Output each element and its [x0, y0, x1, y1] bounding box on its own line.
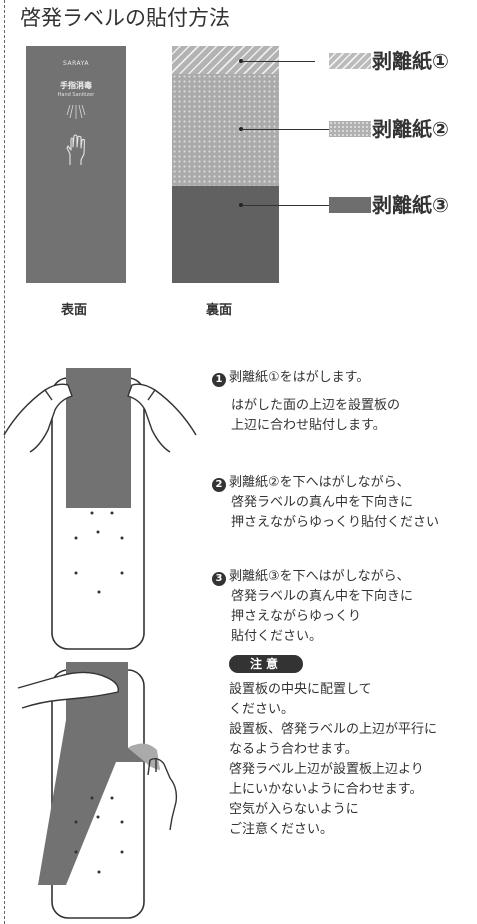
liner-2-dotted — [172, 74, 279, 186]
caution-line-5: 啓発ラベル上辺が設置板上辺より — [229, 762, 424, 777]
liner-3-leader — [241, 205, 329, 207]
application-illustration-1 — [3, 368, 197, 650]
back-label — [172, 46, 279, 283]
caution-line-8: ご注意ください。 — [229, 822, 334, 837]
caution-line-3: 設置板、啓発ラベルの上辺が平行に — [229, 722, 438, 737]
step-3-line-1: 剥離紙③を下へはがしながら、 — [229, 569, 410, 584]
spray-icon — [66, 104, 86, 119]
step-1-line-2: はがした面の上辺を設置板の — [231, 398, 401, 413]
liner-2-label: 剥離紙② — [372, 117, 449, 141]
step-3-line-2: 啓発ラベルの真ん中を下向きに — [231, 589, 414, 604]
liner-1-leader — [241, 61, 315, 63]
liner-3-swatch — [329, 197, 371, 213]
back-caption: 裏面 — [206, 303, 233, 318]
liner-1-swatch — [329, 53, 371, 69]
step-2-line-2: 啓発ラベルの真ん中を下向きに — [231, 495, 414, 510]
front-label: SARAYA 手指消毒 Hand Sanitizer — [26, 46, 126, 283]
front-label-product: 手指消毒 — [60, 81, 92, 90]
caution-line-1: 設置板の中央に配置して — [229, 682, 372, 697]
liner-1-label: 剥離紙① — [372, 49, 449, 73]
caution-notes: 設置板の中央に配置して ください。 設置板、啓発ラベルの上辺が平行に なるよう合… — [229, 680, 437, 840]
application-illustration-2 — [17, 662, 178, 919]
page-title: 啓発ラベルの貼付方法 — [20, 6, 230, 30]
step-1-line-3: 上辺に合わせ貼付します。 — [231, 418, 386, 433]
hand-icon — [66, 134, 86, 165]
liner-1-hatched — [172, 46, 279, 74]
front-caption: 表面 — [61, 303, 88, 318]
step-1-line-1: 剥離紙①をはがします。 — [229, 370, 370, 385]
cut-guide-dashed-line — [4, 0, 5, 924]
liner-2-swatch — [329, 121, 371, 137]
step-3-line-4: 貼付ください。 — [231, 629, 323, 644]
liner-3-label: 剥離紙③ — [372, 193, 449, 217]
step-1-number: 1 — [212, 373, 226, 387]
caution-badge: 注意 — [229, 655, 303, 673]
caution-line-6: 上にいかないように合わせます。 — [229, 782, 423, 797]
step-3-number: 3 — [212, 572, 226, 586]
caution-line-2: ください。 — [229, 702, 295, 717]
step-2-line-3: 押さえながらゆっくり貼付ください — [231, 515, 440, 530]
front-label-product-en: Hand Sanitizer — [57, 92, 95, 98]
step-2-number: 2 — [212, 478, 226, 492]
step-3-line-3: 押さえながらゆっくり — [231, 609, 362, 624]
step-2-line-1: 剥離紙②を下へはがしながら、 — [229, 475, 410, 490]
liner-3-solid — [172, 186, 279, 283]
liner-2-leader — [241, 129, 329, 131]
front-label-brand: SARAYA — [63, 60, 89, 67]
caution-line-7: 空気が入らないように — [229, 802, 359, 817]
caution-line-4: なるよう合わせます。 — [229, 742, 358, 757]
